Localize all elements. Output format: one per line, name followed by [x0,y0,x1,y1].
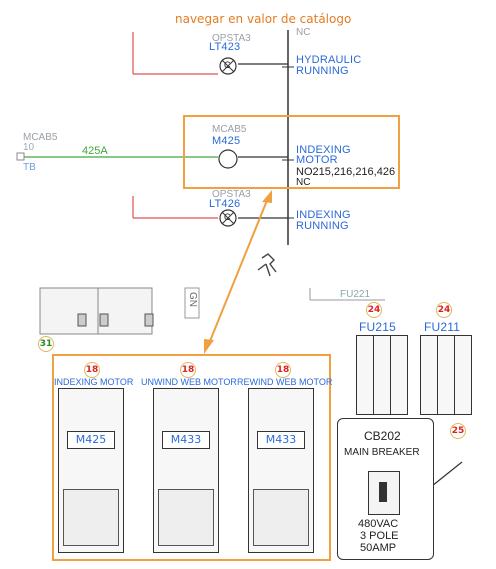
lt423-label[interactable]: LT423 [209,41,241,53]
hydraulic-label: HYDRAULIC [296,54,362,66]
breaker-rating-2: 3 POLE [360,530,399,542]
starter-badge-1: 18 [84,362,100,378]
starter-label-1[interactable]: M425 [67,431,115,449]
starter-badge-2: 18 [180,362,196,378]
breaker-toggle[interactable] [368,471,400,515]
fuse-block-fu215[interactable] [356,335,408,415]
tb-label: TB [23,162,36,173]
opst-top-label: OPSTA3 [212,33,251,44]
starter-title-2: UNWIND WEB MOTOR [141,377,237,387]
starter-title-1: INDEXING MOTOR [54,377,134,387]
indexing-label-2: INDEXING [296,209,351,221]
lt426-label[interactable]: LT426 [209,198,241,210]
breaker-name: MAIN BREAKER [344,447,420,458]
wire-number-10: 10 [23,142,35,153]
breaker-rating-1: 480VAC [358,518,399,530]
gnd-label: GN [187,292,198,307]
motor-label: MOTOR [296,154,338,166]
starter-label-2[interactable]: M433 [162,431,210,449]
starter-m425[interactable]: M425 [58,388,124,553]
starter-label-3[interactable]: M433 [257,431,305,449]
starter-terminals-1 [63,489,119,546]
nc-mid-label: NC [296,177,311,188]
starter-terminals-3 [253,489,309,546]
fuse-badge-fu215: 24 [366,302,382,318]
lamp-c-top: C [224,60,231,70]
indexing-label-1: INDEXING [296,144,351,156]
main-breaker[interactable]: CB202 MAIN BREAKER 480VAC 3 POLE 50AMP [337,418,434,560]
fu221-label: FU221 [340,289,371,300]
opst-bottom-label: OPSTA3 [212,189,251,200]
starter-title-3: REWIND WEB MOTOR [237,377,333,387]
fuse-block-fu211[interactable] [420,335,472,415]
badge-31: 31 [38,336,54,352]
running-label-1: RUNNING [296,65,349,77]
wire-425a-label: 425A [82,145,108,157]
tooltip-text: navegar en valor de catálogo [175,12,352,26]
starter-badge-3: 18 [275,362,291,378]
mcab5-left-label: MCAB5 [23,132,58,143]
fuse-badge-fu211: 24 [436,302,452,318]
running-label-2: RUNNING [296,220,349,232]
breaker-rating-3: 50AMP [360,542,397,554]
nc-top: NC [296,27,311,38]
starter-terminals-2 [158,489,214,546]
no-contacts-label: NO215,216,216,426 [296,166,396,178]
fuse-label-fu215[interactable]: FU215 [359,320,397,334]
mcab5-inner-label: MCAB5 [212,124,247,135]
lamp-c-bottom: C [224,212,231,222]
m425-schematic-label[interactable]: M425 [212,135,241,147]
breaker-badge: 25 [450,423,466,439]
fuse-label-fu211[interactable]: FU211 [424,320,461,334]
starter-m433-rewind[interactable]: M433 [248,388,314,553]
starter-m433-unwind[interactable]: M433 [153,388,219,553]
breaker-id[interactable]: CB202 [364,429,401,443]
